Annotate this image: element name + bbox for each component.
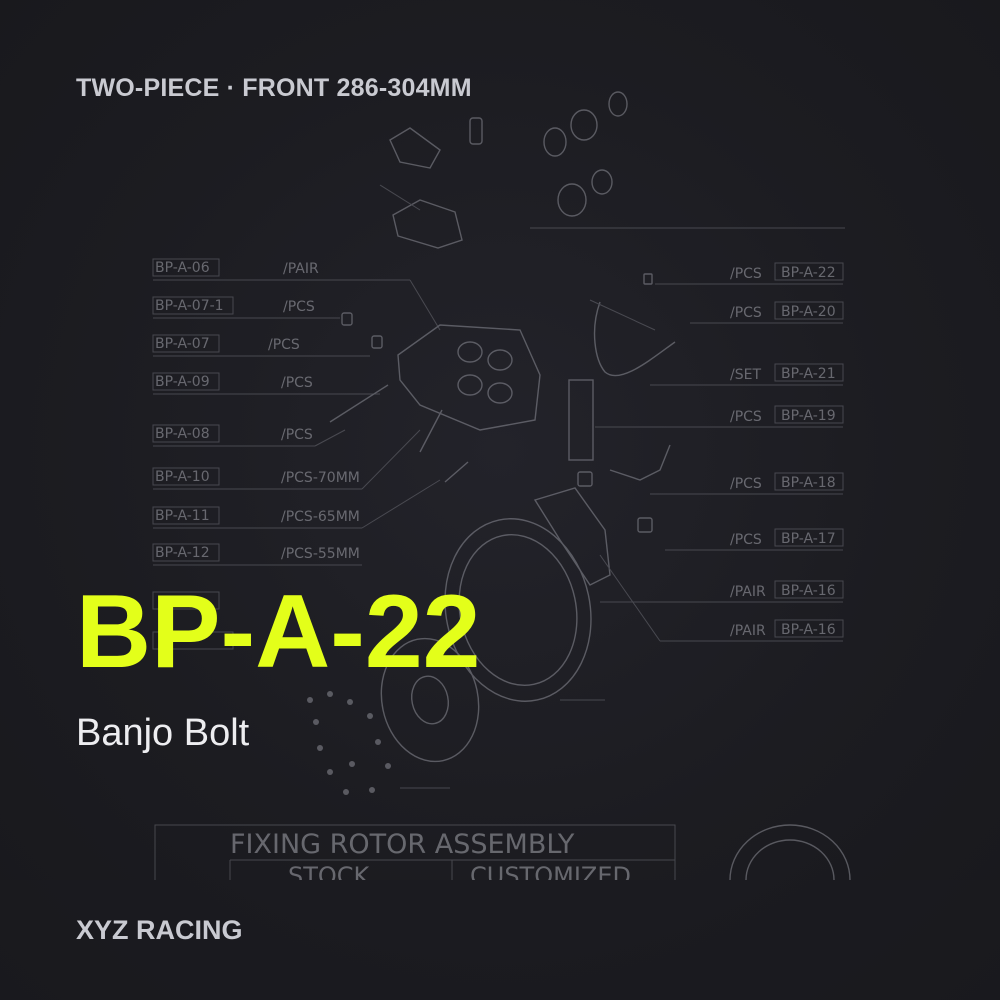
callout-code: BP-A-07 [155, 336, 210, 352]
callout-qty: /SET [730, 367, 761, 383]
part-number: BP-A-22 [76, 574, 481, 690]
right-callouts: /PCS BP-A-22 /PCS BP-A-20 /SET BP-A-21 /… [595, 262, 844, 642]
callout-code: BP-A-19 [781, 408, 836, 424]
table-title: FIXING ROTOR ASSEMBLY [230, 829, 575, 860]
callout-code: BP-A-10 [155, 469, 210, 485]
callout-code: BP-A-21 [781, 366, 836, 382]
brand-name: XYZ RACING [76, 915, 243, 945]
callout-code: BP-A-16 [781, 583, 836, 599]
callout-qty: /PAIR [730, 584, 766, 600]
callout-qty: /PCS [730, 409, 762, 425]
left-callouts: BP-A-06 /PAIR BP-A-07-1 /PCS BP-A-07 /PC… [152, 258, 441, 650]
part-name: Banjo Bolt [76, 712, 250, 754]
callout-code: BP-A-18 [781, 475, 836, 491]
callout-code: BP-A-11 [155, 508, 210, 524]
callout-code: BP-A-08 [155, 426, 210, 442]
callout-qty: /PCS-70MM [281, 470, 360, 486]
callout-code: BP-A-16 [781, 622, 836, 638]
callout-qty: /PCS-65MM [281, 509, 360, 525]
callout-qty: /PCS-55MM [281, 546, 360, 562]
callout-qty: /PCS [268, 337, 300, 353]
caliper [329, 312, 541, 483]
callout-code: BP-A-07-1 [155, 298, 224, 314]
callout-code: BP-A-12 [155, 545, 210, 561]
callout-code: BP-A-20 [781, 304, 836, 320]
top-parts [379, 91, 845, 249]
callout-qty: /PCS [281, 427, 313, 443]
callout-qty: /PCS [283, 299, 315, 315]
callout-code: BP-A-17 [781, 531, 836, 547]
callout-qty: /PCS [281, 375, 313, 391]
callout-qty: /PAIR [730, 623, 766, 639]
callout-qty: /PCS [730, 532, 762, 548]
callout-qty: /PCS [730, 305, 762, 321]
callout-qty: /PAIR [283, 261, 319, 277]
product-subtitle: TWO-PIECE · FRONT 286-304MM [76, 74, 472, 102]
callout-qty: /PCS [730, 476, 762, 492]
callout-code: BP-A-06 [155, 260, 210, 276]
callout-qty: /PCS [730, 266, 762, 282]
callout-code: BP-A-09 [155, 374, 210, 390]
callout-code: BP-A-22 [781, 265, 836, 281]
brake-line [533, 273, 676, 586]
